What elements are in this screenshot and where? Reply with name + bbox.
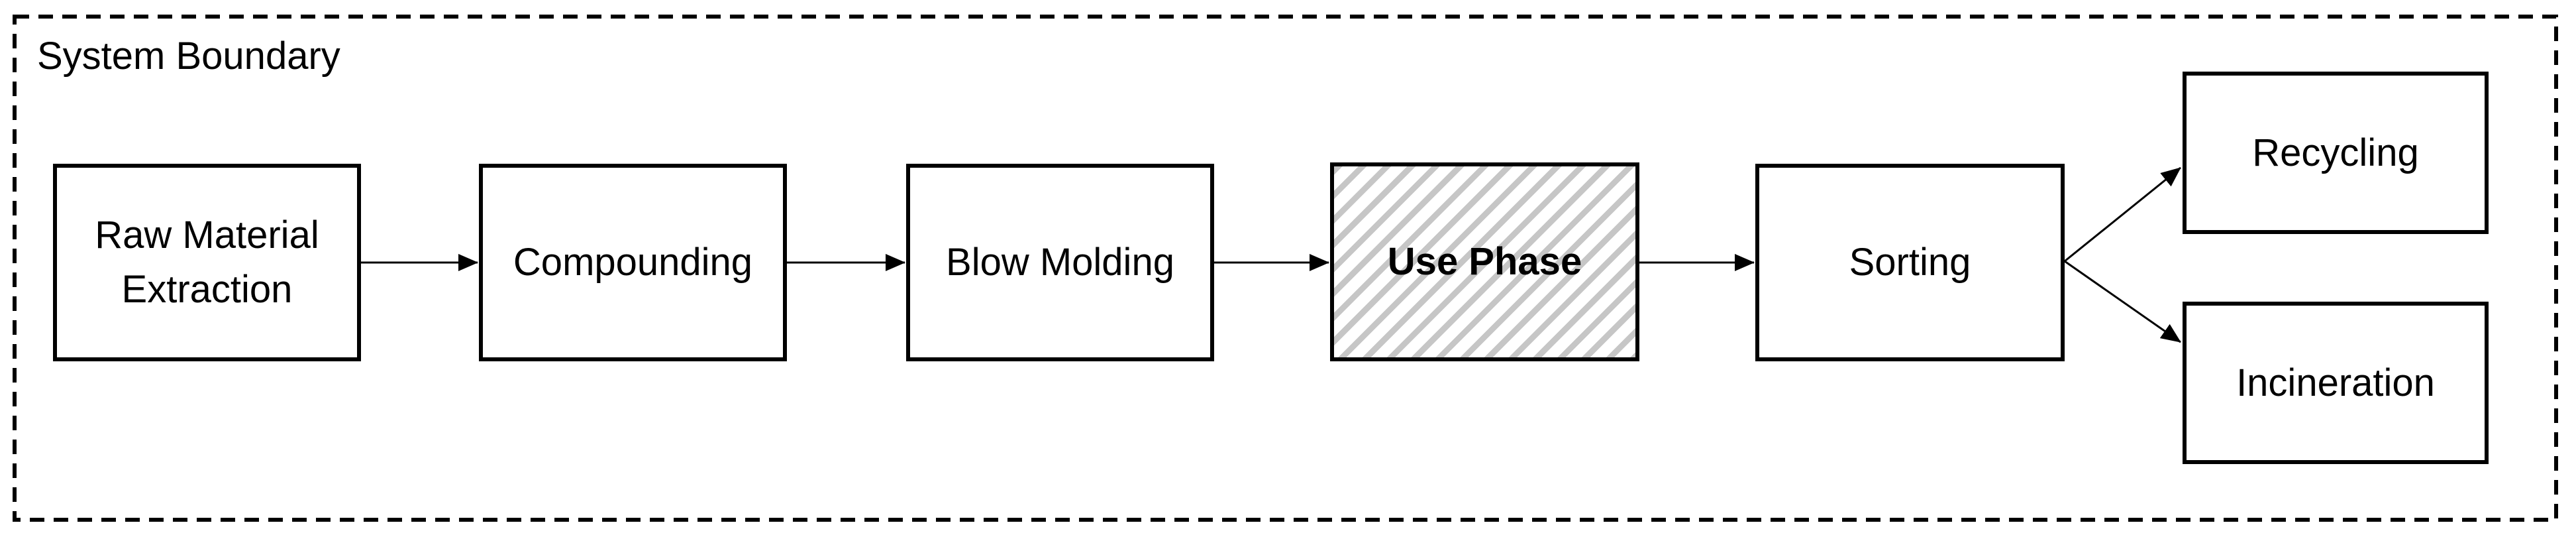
- node-compounding: Compounding: [479, 164, 787, 361]
- node-label-raw-material-extraction: Raw Material Extraction: [95, 213, 319, 311]
- node-incineration: Incineration: [2183, 302, 2489, 464]
- node-sorting: Sorting: [1755, 164, 2065, 361]
- node-recycling: Recycling: [2183, 72, 2489, 234]
- node-label-sorting: Sorting: [1849, 241, 1971, 284]
- arrow-sorting-to-recycling: [2064, 166, 2181, 263]
- node-label-compounding: Compounding: [513, 241, 753, 284]
- node-use-phase: Use Phase: [1330, 162, 1639, 361]
- node-label-recycling: Recycling: [2252, 131, 2419, 174]
- node-raw-material-extraction: Raw Material Extraction: [53, 164, 361, 361]
- arrow-sorting-to-incineration: [2064, 260, 2181, 343]
- node-label-incineration: Incineration: [2236, 361, 2435, 404]
- system-boundary-border: [13, 15, 2558, 522]
- node-label-blow-molding: Blow Molding: [946, 241, 1174, 284]
- node-label-use-phase: Use Phase: [1387, 240, 1582, 283]
- system-boundary-label: System Boundary: [37, 34, 340, 78]
- node-blow-molding: Blow Molding: [906, 164, 1214, 361]
